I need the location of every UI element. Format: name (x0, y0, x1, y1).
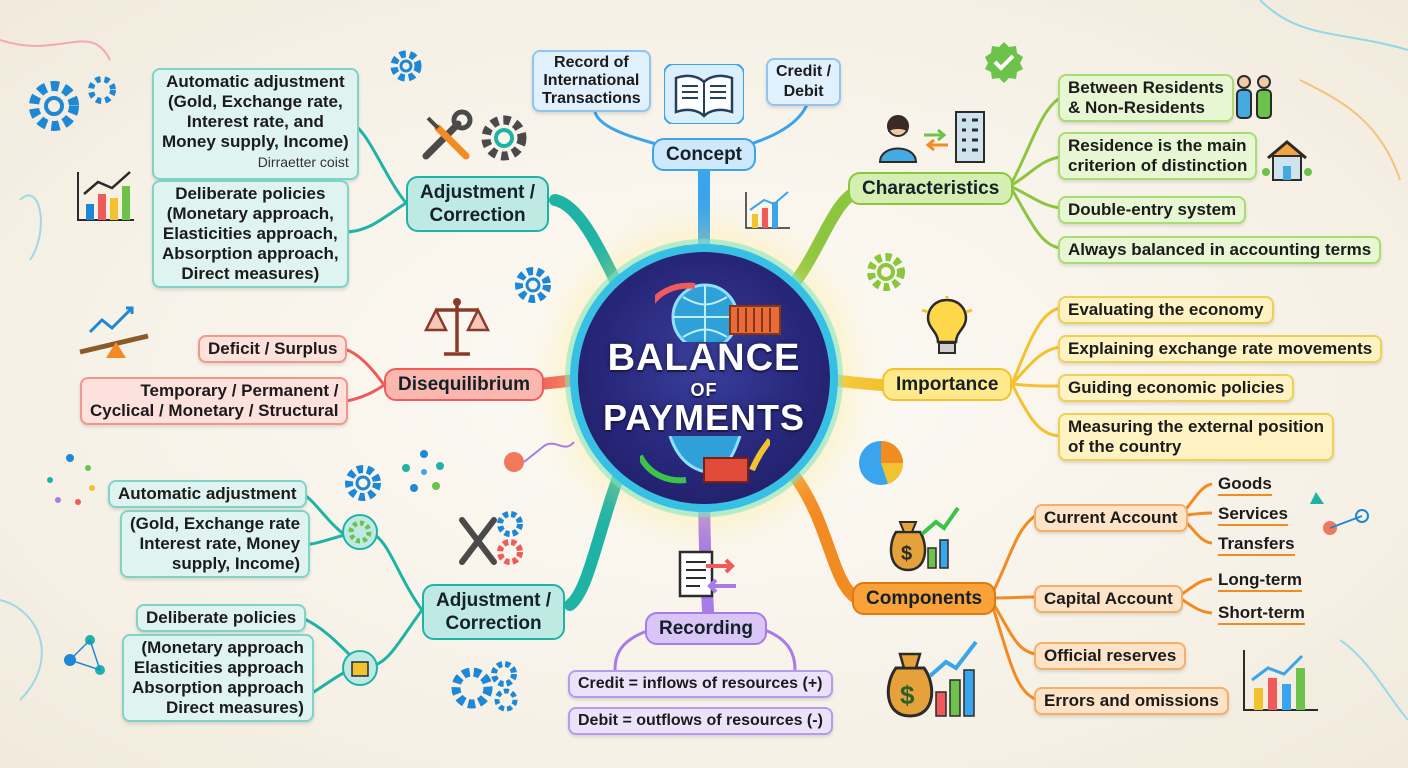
disequilibrium-item-types: Temporary / Permanent / Cyclical / Monet… (80, 377, 349, 425)
characteristics-item-balanced: Always balanced in accounting terms (1058, 236, 1382, 264)
title-line-2: OF (690, 380, 718, 400)
official-reserves-box: Official reserves (1034, 642, 1187, 670)
characteristics-hub[interactable]: Characteristics (848, 172, 1014, 205)
gear-icon (390, 50, 422, 82)
adjustment-top-hub[interactable]: Adjustment / Correction (406, 176, 550, 232)
adjustment-top-deliberate: Deliberate policies (Monetary approach, … (152, 180, 349, 288)
title-line-3: PAYMENTS (602, 397, 806, 438)
current-account-box: Current Account (1034, 504, 1188, 532)
box-icon (342, 650, 378, 686)
sub-services: Services (1218, 504, 1288, 526)
components-hub[interactable]: Components (852, 582, 997, 615)
decorative-dots (402, 450, 444, 492)
concept-label: Concept (666, 144, 742, 165)
document-transfer-icon (678, 550, 736, 598)
container-icon (729, 305, 781, 335)
importance-item-evaluating: Evaluating the economy (1058, 296, 1274, 324)
recording-item-credit: Credit = inflows of resources (+) (568, 670, 833, 698)
people-icon (1236, 75, 1272, 119)
gear-icon (867, 253, 905, 291)
recording-hub[interactable]: Recording (645, 612, 767, 645)
adjustment-bottom-deliberate-title: Deliberate policies (136, 604, 307, 632)
house-icon (1262, 140, 1312, 181)
globe-icon (655, 282, 739, 342)
pie-chart-icon (859, 441, 904, 485)
adjustment-bottom-hub[interactable]: Adjustment / Correction (422, 584, 566, 640)
title-line-1: BALANCE (607, 337, 801, 379)
importance-item-policies: Guiding economic policies (1058, 374, 1295, 402)
gear-icon (342, 514, 378, 550)
lightbulb-icon (921, 296, 973, 354)
growth-chart-icon (745, 191, 790, 229)
concept-item-credit-debit: Credit / Debit (766, 58, 842, 106)
money-bag-icon: $ (889, 506, 960, 572)
adjustment-bottom-deliberate-detail: (Monetary approach Elasticities approach… (122, 634, 314, 722)
disequilibrium-item-deficit: Deficit / Surplus (198, 335, 348, 363)
growth-chart-icon (77, 171, 134, 221)
gear-icon (515, 267, 551, 303)
gear-icon (451, 661, 518, 712)
adjustment-top-note: Dirraetter coist (257, 154, 349, 170)
person-icon (878, 115, 918, 163)
sub-short-term: Short-term (1218, 603, 1305, 625)
adjustment-top-automatic: Automatic adjustment (Gold, Exchange rat… (152, 68, 359, 180)
importance-item-exchange-rate: Explaining exchange rate movements (1058, 335, 1383, 363)
globe-icon (640, 436, 770, 484)
wrench-screwdriver-icon (459, 511, 523, 565)
network-nodes-icon (64, 635, 105, 675)
building-icon (955, 111, 985, 163)
svg-text:$: $ (901, 543, 912, 565)
errors-omissions-box: Errors and omissions (1034, 687, 1229, 715)
sub-long-term: Long-term (1218, 570, 1303, 592)
gear-icon (345, 465, 381, 501)
adjustment-bottom-automatic-detail: (Gold, Exchange rate Interest rate, Mone… (120, 510, 311, 578)
concept-hub[interactable]: Concept (652, 138, 756, 171)
sub-transfers: Transfers (1218, 534, 1295, 556)
disequilibrium-hub[interactable]: Disequilibrium (384, 368, 544, 401)
exchange-arrows-icon (924, 128, 948, 152)
adjustment-bottom-automatic-title: Automatic adjustment (108, 480, 307, 508)
gear-icon (29, 81, 79, 131)
characteristics-item-double-entry: Double-entry system (1058, 196, 1247, 224)
gear-icon (88, 76, 116, 104)
sub-goods: Goods (1218, 474, 1272, 496)
importance-item-external-position: Measuring the external position of the c… (1058, 413, 1334, 461)
svg-text:$: $ (900, 680, 915, 710)
seesaw-icon (79, 306, 149, 358)
scale-icon (423, 298, 491, 356)
decorative-node (504, 441, 575, 472)
money-bag-icon: $ (886, 640, 978, 718)
characteristics-item-residents: Between Residents & Non-Residents (1058, 74, 1234, 122)
wrench-screwdriver-icon (422, 109, 473, 160)
importance-hub[interactable]: Importance (882, 368, 1013, 401)
capital-account-box: Capital Account (1034, 585, 1183, 613)
characteristics-item-residence: Residence is the main criterion of disti… (1058, 132, 1258, 180)
gear-icon (481, 115, 527, 161)
open-book-icon (664, 64, 744, 124)
concept-item-record: Record of International Transactions (532, 50, 651, 112)
network-nodes-icon (1310, 492, 1369, 535)
growth-chart-icon (1243, 650, 1318, 711)
decorative-dots (47, 454, 95, 505)
checkmark-badge-icon (985, 42, 1023, 83)
recording-item-debit: Debit = outflows of resources (-) (568, 707, 833, 735)
